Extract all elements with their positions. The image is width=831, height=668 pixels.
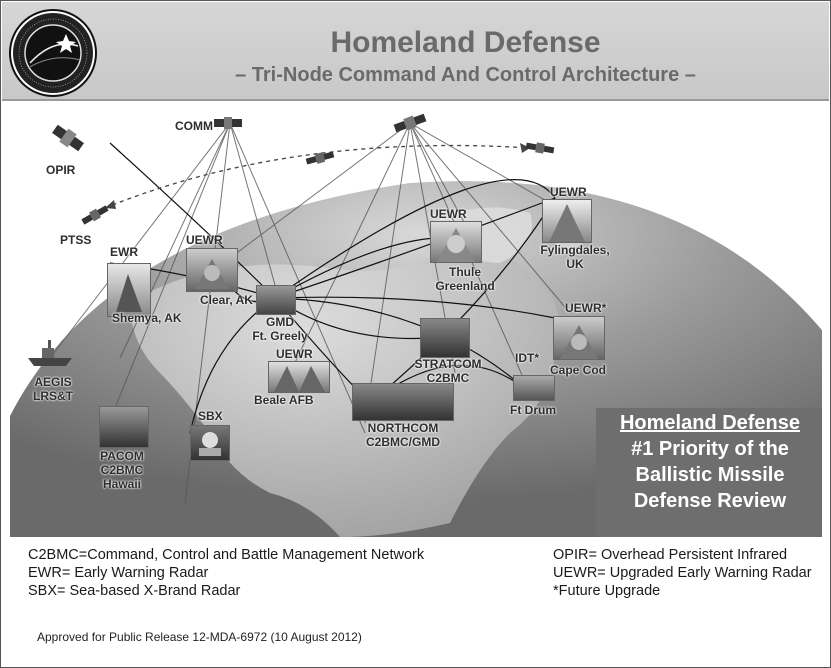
label-beale: Beale AFB	[254, 393, 314, 407]
priority-callout: Homeland Defense #1 Priority of the Ball…	[596, 408, 822, 537]
label-aegis: AEGIS LRS&T	[28, 375, 78, 403]
pacom-photo	[99, 406, 149, 448]
label-sbx: SBX	[198, 409, 223, 423]
satellite-icon	[525, 142, 555, 154]
mda-seal-icon	[9, 9, 97, 97]
label-uewr-clear: UEWR	[186, 233, 223, 247]
callout-line-3: Ballistic Missile	[635, 464, 785, 486]
label-northcom-name: NORTHCOM	[367, 421, 439, 435]
northcom-photo	[352, 383, 454, 421]
uewr-fylingdales-photo	[542, 199, 592, 243]
label-gmd: GMD Ft. Greely	[250, 315, 310, 343]
label-pacom-name: PACOM	[100, 449, 144, 463]
uewr-beale-photo	[268, 361, 330, 393]
label-thule: Thule Greenland	[430, 265, 500, 293]
label-fylingdales: Fylingdales, UK	[530, 243, 620, 271]
label-stratcom-name: STRATCOM	[414, 357, 482, 371]
label-uk: UK	[566, 257, 584, 271]
label-uewr-cape-cod: UEWR*	[565, 301, 607, 315]
stratcom-photo	[420, 318, 470, 358]
callout-title: Homeland Defense	[619, 412, 801, 434]
label-opir: OPIR	[46, 163, 76, 177]
label-fylingdales-name: Fylingdales,	[540, 243, 610, 257]
release-note: Approved for Public Release 12-MDA-6972 …	[37, 630, 362, 644]
sbx-photo	[190, 425, 230, 461]
label-greenland: Greenland	[435, 279, 495, 293]
label-shemya: Shemya, AK	[112, 311, 182, 325]
label-ptss: PTSS	[60, 233, 92, 247]
label-comm: COMM	[175, 119, 213, 133]
label-stratcom: STRATCOM C2BMC	[410, 357, 486, 385]
legend-left: C2BMC=Command, Control and Battle Manage…	[28, 546, 424, 600]
legend-item: EWR= Early Warning Radar	[28, 565, 209, 581]
label-uewr-fylingdales: UEWR	[550, 185, 587, 199]
uewr-thule-photo	[430, 221, 482, 263]
label-northcom: NORTHCOM C2BMC/GMD	[355, 421, 451, 449]
label-ft-drum: Ft Drum	[510, 403, 556, 417]
ptss-orbit-path	[104, 144, 531, 209]
callout-line-4: Defense Review	[633, 490, 787, 512]
label-gmd-name: GMD	[266, 315, 294, 329]
opir-satellite-icon	[52, 124, 84, 152]
orbit-arrow-icon	[520, 143, 530, 153]
header-bar: Homeland Defense – Tri-Node Command And …	[2, 2, 829, 101]
legend-right: OPIR= Overhead Persistent Infrared UEWR=…	[553, 546, 812, 600]
uewr-clear-photo	[186, 248, 238, 292]
satellite-icon	[81, 205, 109, 225]
label-hawaii: Hawaii	[102, 477, 141, 491]
ewr-shemya-photo	[107, 263, 151, 317]
ft-drum-photo	[513, 375, 555, 401]
legend-item: C2BMC=Command, Control and Battle Manage…	[28, 547, 425, 563]
label-lrst: LRS&T	[33, 389, 73, 403]
satellite-icon	[393, 113, 427, 133]
orbit-arrow-icon	[105, 200, 116, 209]
callout-line-2: #1 Priority of the	[631, 438, 789, 460]
label-thule-name: Thule	[449, 265, 481, 279]
uewr-cape-cod-photo	[553, 316, 605, 360]
label-clear: Clear, AK	[200, 293, 253, 307]
label-uewr-thule: UEWR	[430, 207, 467, 221]
satellite-icon	[305, 151, 335, 165]
label-pacom-c2bmc: C2BMC	[100, 463, 144, 477]
legend-item: UEWR= Upgraded Early Warning Radar	[553, 565, 812, 581]
satellite-icon	[214, 117, 242, 129]
legend-item: SBX= Sea-based X-Brand Radar	[28, 583, 241, 599]
legend-item: *Future Upgrade	[553, 583, 661, 599]
label-aegis-name: AEGIS	[34, 375, 72, 389]
label-uewr-beale: UEWR	[276, 347, 313, 361]
page-title: Homeland Defense	[330, 26, 601, 59]
label-idt: IDT*	[515, 351, 539, 365]
label-ewr: EWR	[110, 245, 138, 259]
label-pacom: PACOM C2BMC Hawaii	[90, 449, 154, 491]
architecture-diagram: COMM OPIR PTSS EWR Shemya, AK UEWR Clear…	[10, 103, 822, 537]
label-ft-greely: Ft. Greely	[252, 329, 308, 343]
label-northcom-c2bmc: C2BMC/GMD	[366, 435, 440, 449]
legend-item: OPIR= Overhead Persistent Infrared	[553, 547, 788, 563]
page-subtitle: – Tri-Node Command And Control Architect…	[235, 64, 696, 86]
label-stratcom-c2bmc: C2BMC	[426, 371, 470, 385]
gmd-photo	[256, 285, 296, 315]
aegis-ship-icon	[28, 340, 72, 366]
label-cape-cod: Cape Cod	[550, 363, 607, 377]
